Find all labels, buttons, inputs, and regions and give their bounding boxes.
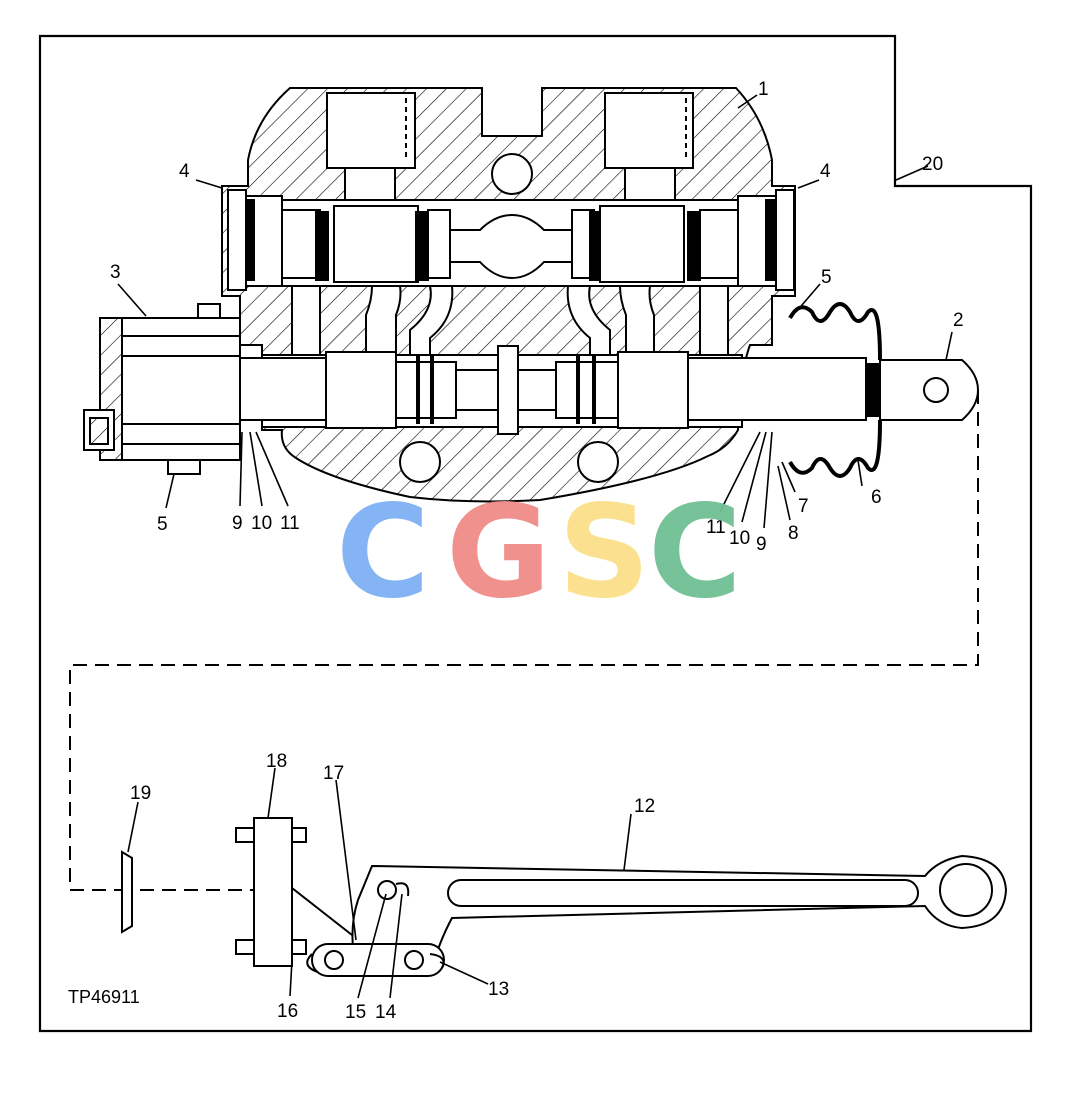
watermark: C G S C	[336, 478, 742, 627]
callout-13: 13	[488, 979, 509, 1000]
callout-11-left: 11	[280, 513, 300, 534]
callout-12: 12	[634, 796, 655, 817]
spring-cap	[83, 303, 241, 475]
callout-7: 7	[798, 496, 809, 517]
linkage-assembly	[69, 390, 1008, 977]
callout-15: 15	[345, 1002, 366, 1023]
callout-3: 3	[110, 262, 121, 283]
callout-18: 18	[266, 751, 287, 772]
callout-8: 8	[788, 523, 799, 544]
callout-17: 17	[323, 763, 344, 784]
callout-9-left: 9	[232, 513, 243, 534]
watermark-letter-4: C	[648, 478, 742, 627]
leader-lines	[117, 94, 953, 999]
dashed-connection	[69, 390, 979, 891]
callout-10-left: 10	[251, 513, 272, 534]
callout-20: 20	[922, 154, 943, 175]
lever	[351, 854, 1008, 969]
callout-10-right: 10	[729, 528, 750, 549]
callout-5-top: 5	[821, 267, 832, 288]
callout-16: 16	[277, 1001, 298, 1022]
callout-11-right: 11	[706, 517, 726, 538]
watermark-letter-3: S	[558, 478, 650, 627]
watermark-letter-1: C	[336, 478, 430, 627]
boot-bellows	[788, 302, 882, 478]
watermark-letter-2: G	[446, 478, 551, 627]
callout-6: 6	[871, 487, 882, 508]
callout-5-bottom: 5	[157, 514, 168, 535]
callout-4-left: 4	[179, 161, 190, 182]
figure-frame	[38, 34, 1033, 1033]
callout-2: 2	[953, 310, 964, 331]
figure-id: TP46911	[68, 987, 140, 1007]
upper-spool	[227, 189, 795, 291]
callout-4-right: 4	[820, 161, 831, 182]
callouts: 1 2 3 4 4 5 5 6 7 8 9 9 10 10 11 11 12 1…	[110, 79, 964, 1023]
callout-1: 1	[758, 79, 769, 100]
valve-body	[221, 87, 796, 503]
lower-spool	[195, 345, 980, 435]
callout-9-right: 9	[756, 534, 767, 555]
callout-19: 19	[130, 783, 151, 804]
plate	[121, 850, 133, 934]
callout-14: 14	[375, 1002, 397, 1023]
